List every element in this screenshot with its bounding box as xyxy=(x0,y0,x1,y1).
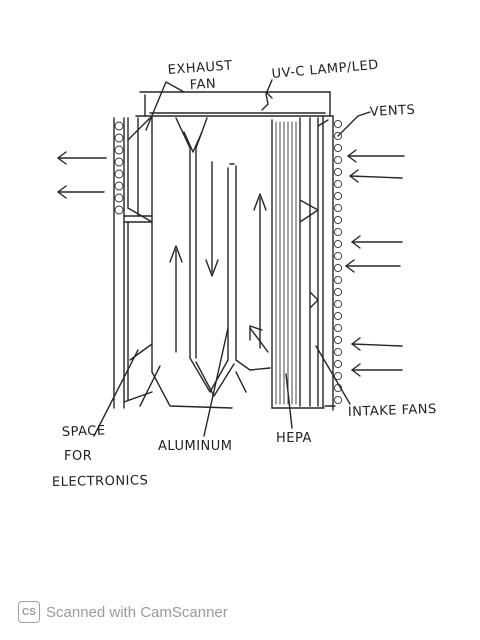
leader-lines xyxy=(93,79,371,437)
label-fan: FAN xyxy=(189,77,216,93)
label-exhaust: EXHAUST xyxy=(167,58,233,77)
airflow-arrows xyxy=(169,161,269,353)
watermark-text: Scanned with CamScanner xyxy=(46,603,228,621)
camscanner-logo-icon: CS xyxy=(18,601,40,623)
exhaust-arrows xyxy=(57,151,107,199)
exhaust-vents xyxy=(114,121,124,215)
hepa-filter xyxy=(271,119,325,409)
electronics-space xyxy=(123,221,153,403)
label-aluminum: ALUMINUM xyxy=(158,439,233,454)
label-electronics: ELECTRONICS xyxy=(52,473,149,490)
housing-walls xyxy=(113,115,336,411)
label-space: SPACE xyxy=(62,423,106,440)
exhaust-fan-block xyxy=(123,117,153,223)
label-for: FOR xyxy=(64,449,92,464)
label-hepa: HEPA xyxy=(276,431,312,446)
camscanner-watermark: CS Scanned with CamScanner xyxy=(18,601,228,623)
aluminum-duct xyxy=(139,117,271,409)
intake-arrows xyxy=(345,149,405,377)
top-housing xyxy=(135,91,334,117)
label-uvc-lamp: UV-C LAMP/LED xyxy=(271,58,379,82)
intake-vents xyxy=(333,119,343,405)
intake-fan-panel xyxy=(299,117,329,407)
label-intake-fans: INTAKE FANS xyxy=(348,402,437,420)
label-vents: VENTS xyxy=(369,103,415,120)
